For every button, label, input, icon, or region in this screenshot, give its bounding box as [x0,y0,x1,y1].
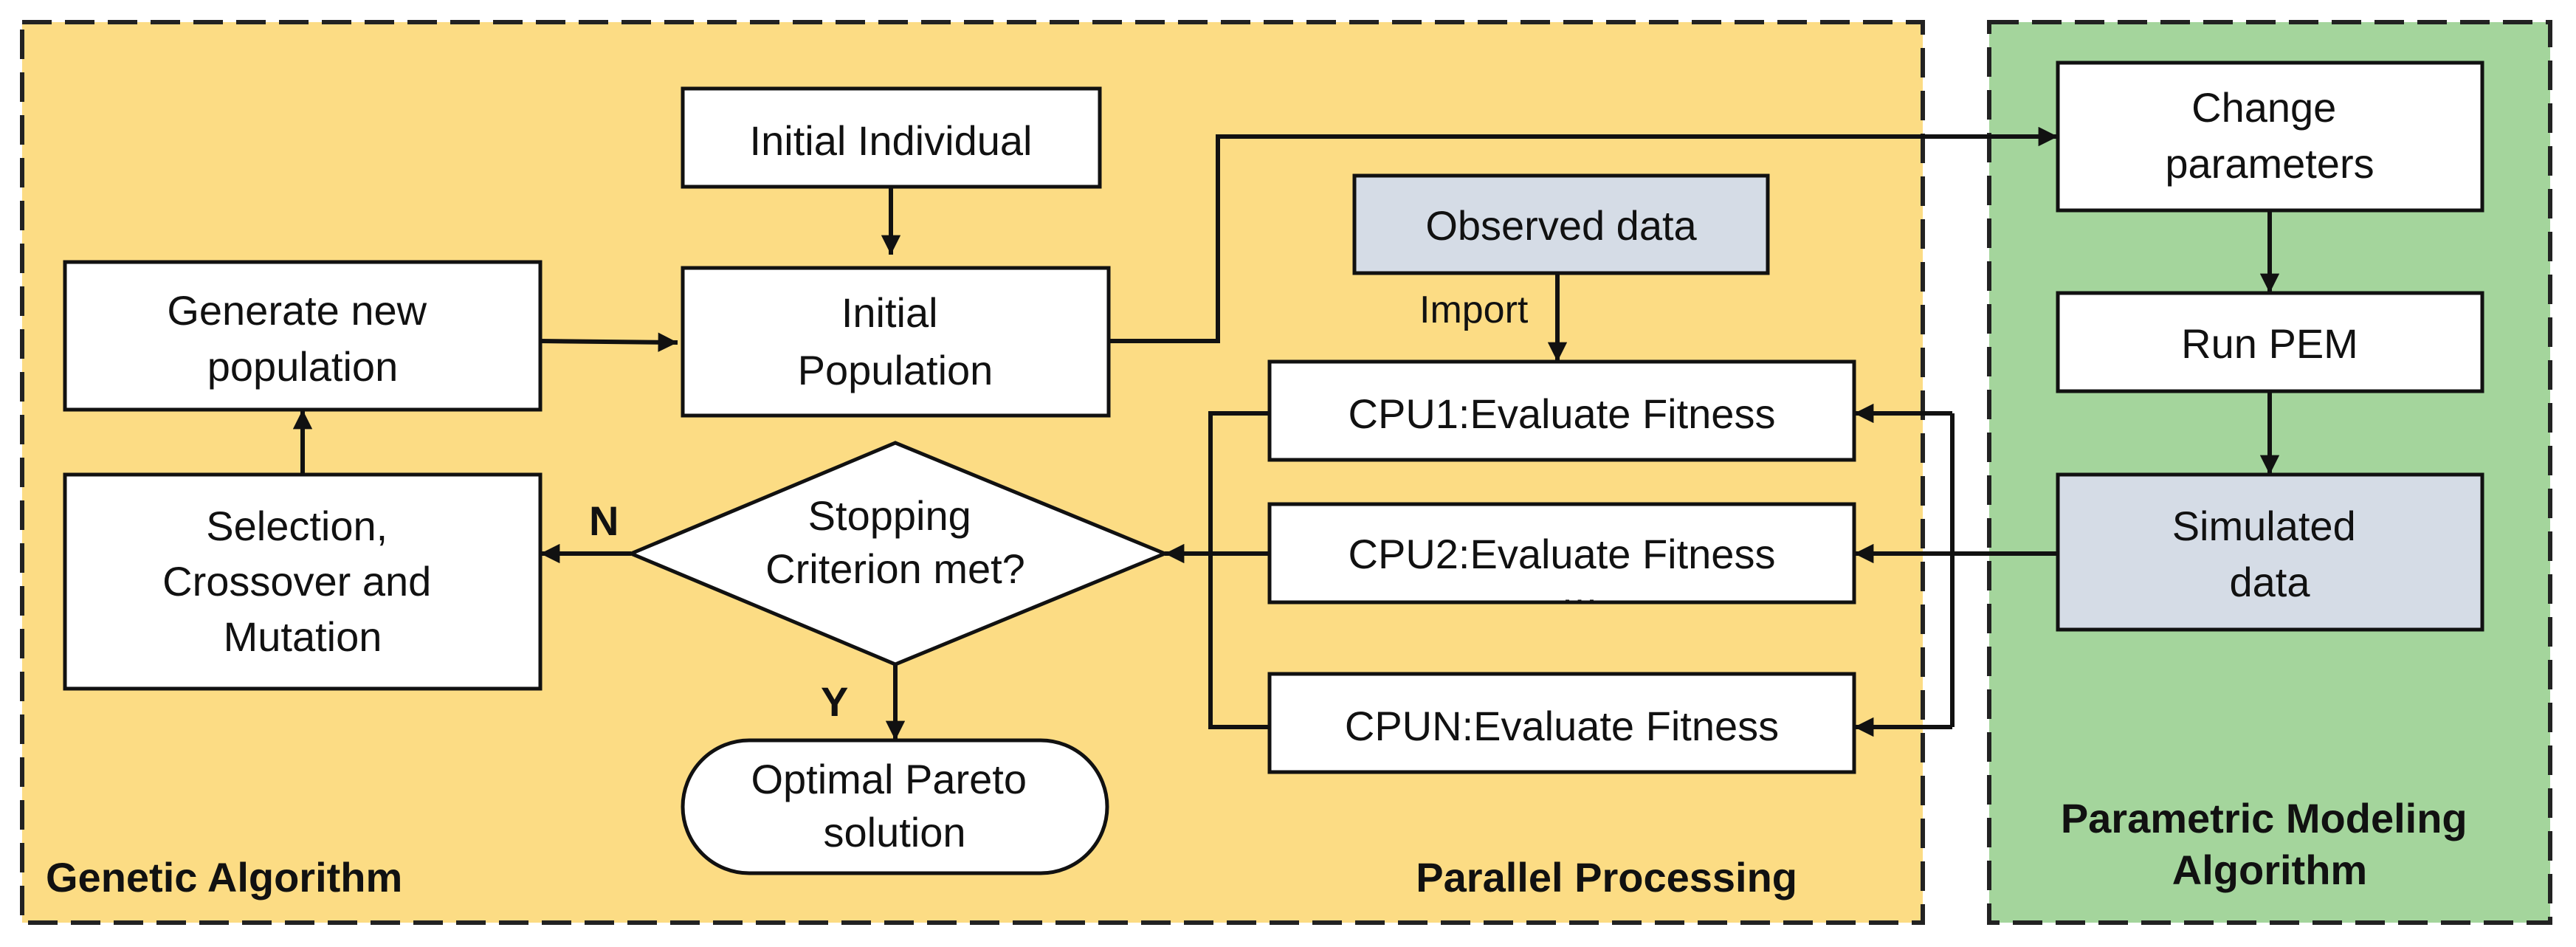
no-branch-label: N [589,497,619,544]
stopping-line-1: Stopping [808,492,971,539]
simulated-data-line-2: data [2230,559,2311,605]
svg-text:Stopping Criterion met?: Stopping Criterion met? [765,492,1025,592]
cpu-ellipsis-label: … [1560,570,1599,613]
node-cpu1-evaluate-fitness: CPU1:Evaluate Fitness [1267,359,1856,462]
svg-text:CPU1:Evaluate Fitness: CPU1:Evaluate Fitness [1349,390,1776,437]
node-change-parameters: Change parameters [2056,61,2484,213]
yes-branch-label: Y [821,678,848,725]
svg-text:Change parameters: Change parameters [2165,84,2374,187]
selection-line-2: Crossover and [162,558,431,605]
change-parameters-line-2: parameters [2165,140,2374,187]
svg-text:Initial Individual: Initial Individual [750,117,1033,164]
run-pem-line-1: Run PEM [2181,320,2358,367]
node-initial-population: Initial Population [681,266,1111,418]
selection-line-1: Selection, [206,503,388,549]
node-cpun-evaluate-fitness: CPUN:Evaluate Fitness [1267,672,1856,774]
observed-data-line-1: Observed data [1425,202,1697,249]
node-observed-data: Observed data [1352,173,1770,275]
edge-generate-to-population [540,332,678,352]
node-simulated-data: Simulated data [2056,472,2484,632]
svg-text:CPU2:Evaluate Fitness: CPU2:Evaluate Fitness [1349,531,1776,577]
change-parameters-line-1: Change [2191,84,2336,131]
edge-population-to-change-parameters [1109,126,2058,343]
parametric-modeling-title: Parametric Modeling Algorithm [2061,795,2479,893]
svg-text:Observed data: Observed data [1425,202,1697,249]
node-selection-crossover-mutation: Selection, Crossover and Mutation [63,472,543,691]
svg-text:Optimal Pareto solution: Optimal Pareto solution [751,756,1038,855]
cpun-line-1: CPUN:Evaluate Fitness [1345,703,1779,749]
selection-line-3: Mutation [224,613,382,660]
svg-text:CPUN:Evaluate Fitness: CPUN:Evaluate Fitness [1345,703,1779,749]
svg-text:Run PEM: Run PEM [2181,320,2358,367]
initial-individual-line-1: Initial Individual [750,117,1033,164]
svg-text:Initial Population: Initial Population [798,289,993,393]
stopping-line-2: Criterion met? [765,545,1025,592]
node-run-pem: Run PEM [2056,291,2484,393]
node-stopping-criterion-decision: Stopping Criterion met? [626,441,1170,667]
parametric-modeling-title-line-1: Parametric Modeling [2061,795,2467,841]
initial-population-line-1: Initial [841,289,938,336]
simulated-data-line-1: Simulated [2172,503,2356,549]
initial-population-line-2: Population [798,347,993,393]
cpu1-line-1: CPU1:Evaluate Fitness [1349,390,1776,437]
pareto-line-2: solution [823,809,965,855]
node-generate-new-population: Generate new population [63,260,543,412]
generate-new-population-line-2: population [207,343,398,390]
svg-text:Generate new population: Generate new population [167,287,438,390]
edge-left-bracket [1208,411,1270,729]
parallel-processing-title: Parallel Processing [1416,854,1797,900]
svg-text:Selection, Crossover and: Selection, Crossover and Mutation [162,503,443,660]
cpu2-line-1: CPU2:Evaluate Fitness [1349,531,1776,577]
genetic-algorithm-title: Genetic Algorithm [46,854,402,900]
node-cpu2-evaluate-fitness: CPU2:Evaluate Fitness [1267,502,1856,605]
pareto-line-1: Optimal Pareto [751,756,1027,802]
generate-new-population-line-1: Generate new [167,287,427,334]
svg-text:Simulated data: Simulated data [2172,503,2368,605]
import-label: Import [1419,289,1529,331]
parametric-modeling-title-line-2: Algorithm [2172,847,2367,893]
node-optimal-pareto-solution: Optimal Pareto solution [681,738,1109,875]
node-initial-individual: Initial Individual [681,86,1102,189]
